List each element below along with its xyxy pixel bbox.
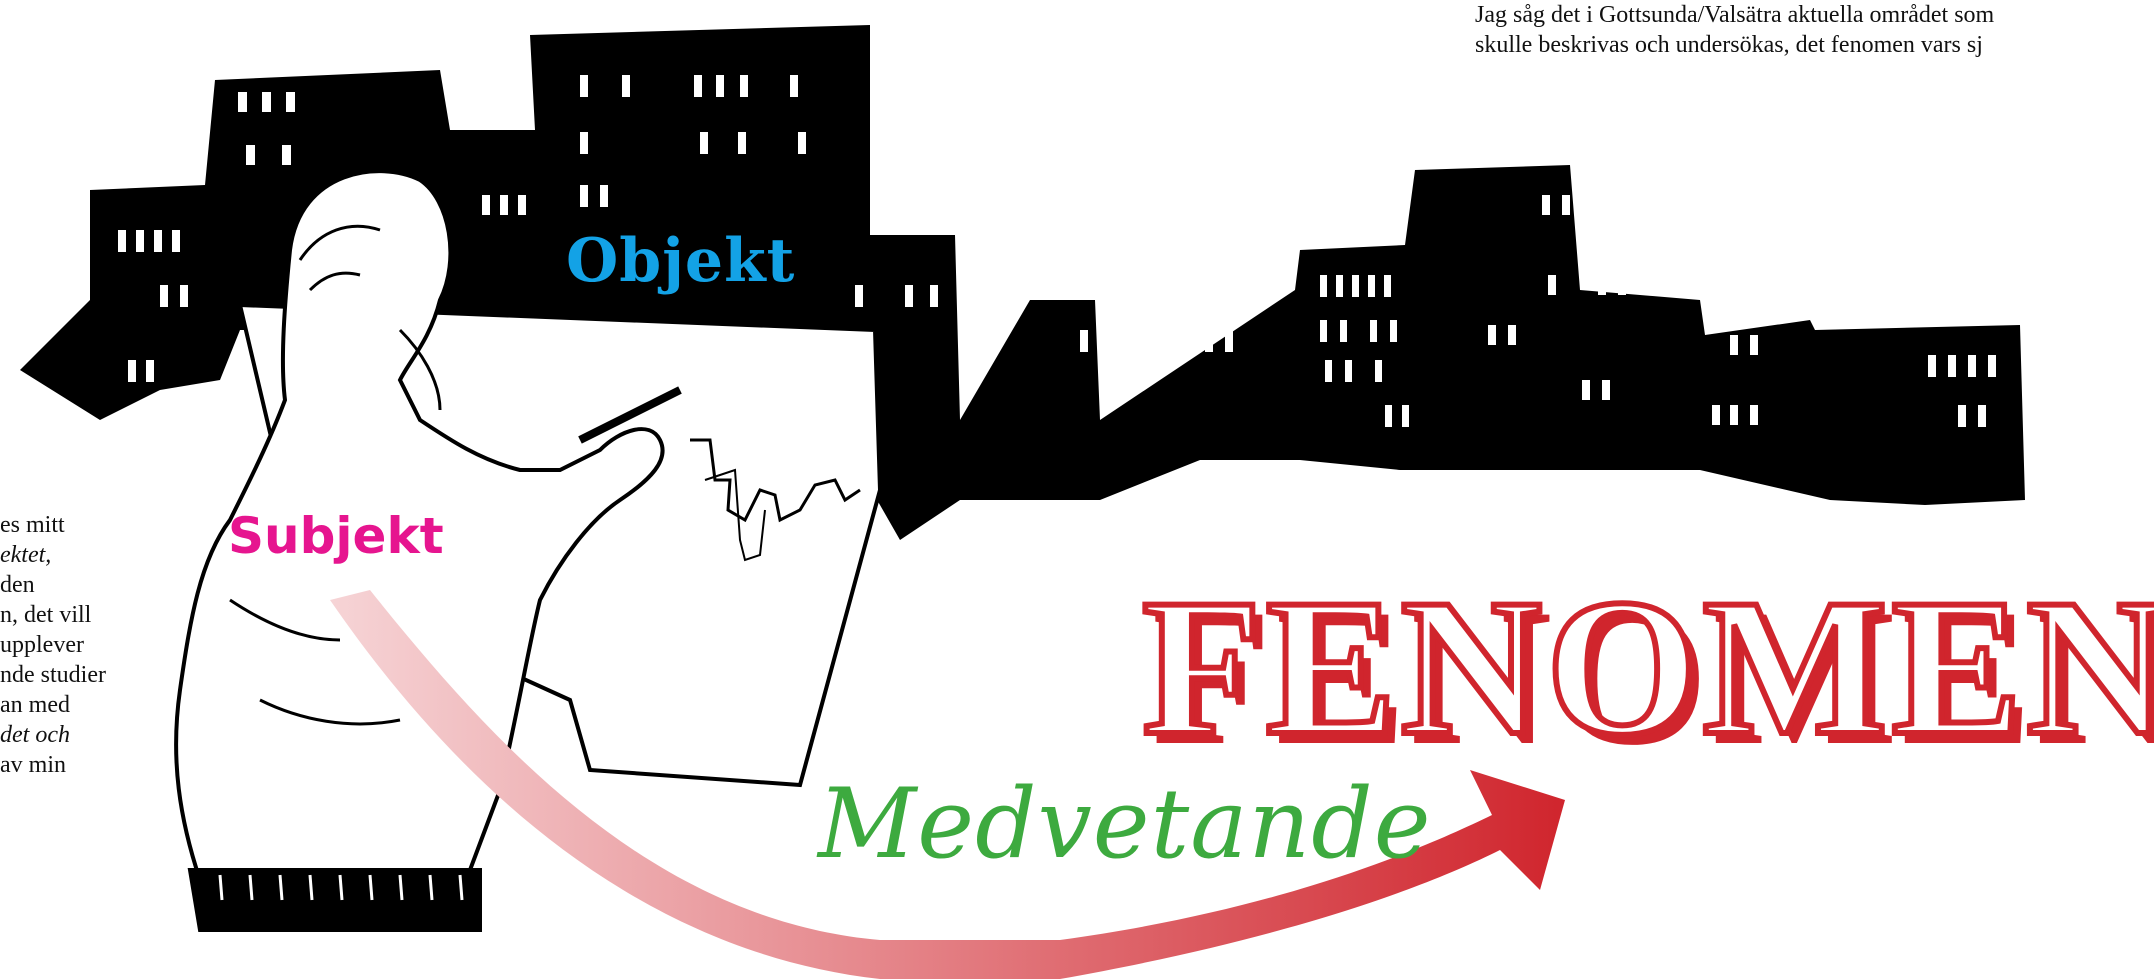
city-silhouette-icon xyxy=(20,25,2025,540)
body-text-left: es mitt ektet, den n, det vill upplever … xyxy=(0,510,106,780)
artist-figure-icon xyxy=(174,169,682,932)
text-line: ektet, xyxy=(0,542,52,568)
text-line: av min xyxy=(0,752,66,778)
text-line: det och xyxy=(0,722,70,748)
curved-arrow-icon xyxy=(330,590,1565,979)
text-line: den xyxy=(0,572,35,598)
text-line: skulle beskrivas och undersökas, det fen… xyxy=(1475,32,1983,58)
objekt-label: Objekt xyxy=(566,226,796,296)
text-line: n, det vill xyxy=(0,602,92,628)
body-text-top-right: Jag såg det i Gottsunda/Valsätra aktuell… xyxy=(1475,0,1994,60)
text-line: an med xyxy=(0,692,70,718)
text-line: Jag såg det i Gottsunda/Valsätra aktuell… xyxy=(1475,2,1995,28)
subjekt-label: Subjekt xyxy=(228,507,444,565)
fenomen-label: FENOMEN xyxy=(1139,556,2154,779)
medvetande-label: Medvetande xyxy=(818,768,1432,880)
text-line: nde studier xyxy=(0,662,106,688)
text-line: es mitt xyxy=(0,512,65,538)
text-line: upplever xyxy=(0,632,84,658)
